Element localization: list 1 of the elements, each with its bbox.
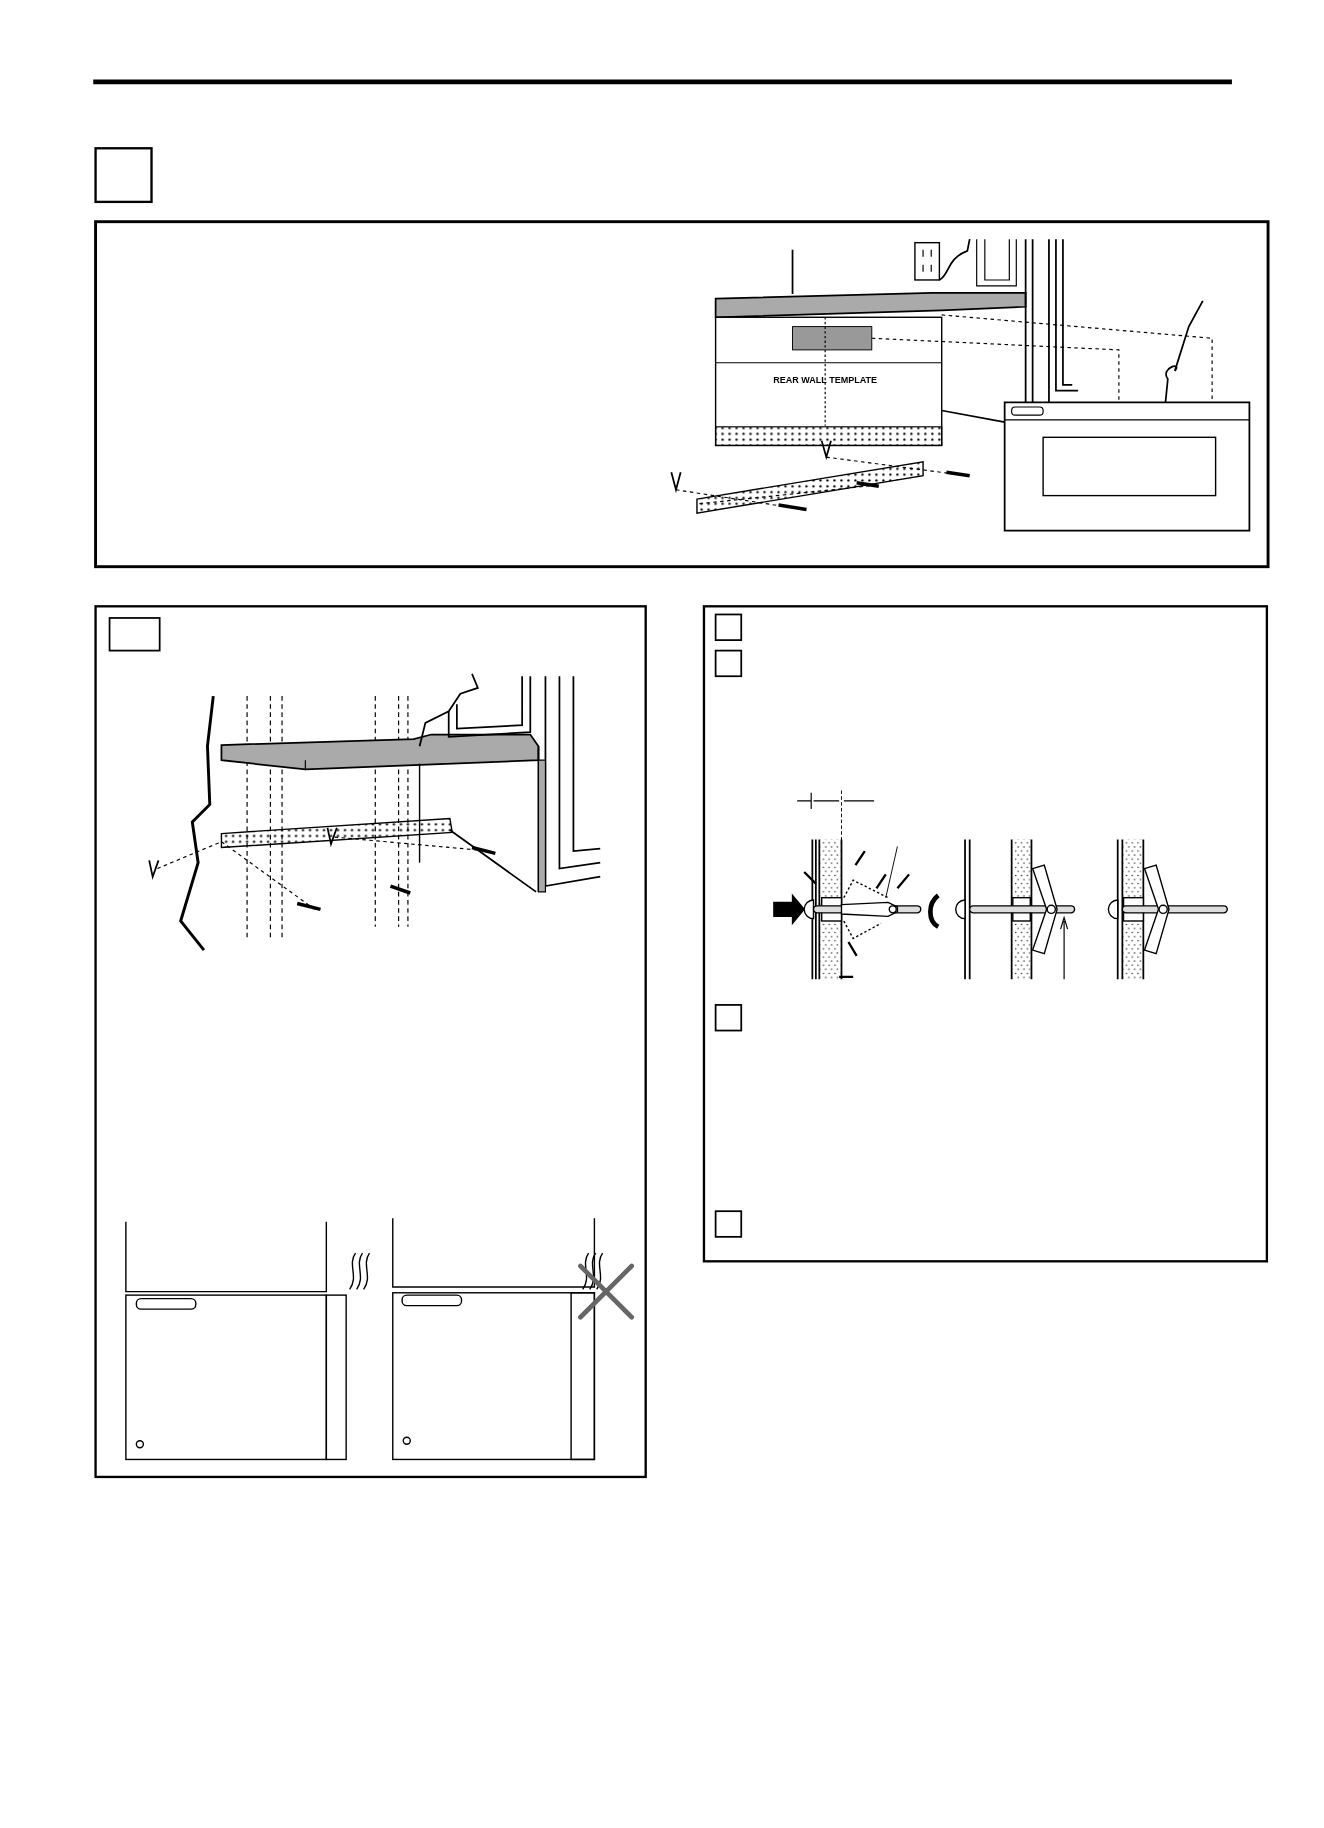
template-label: REAR WALL TEMPLATE xyxy=(773,375,877,385)
